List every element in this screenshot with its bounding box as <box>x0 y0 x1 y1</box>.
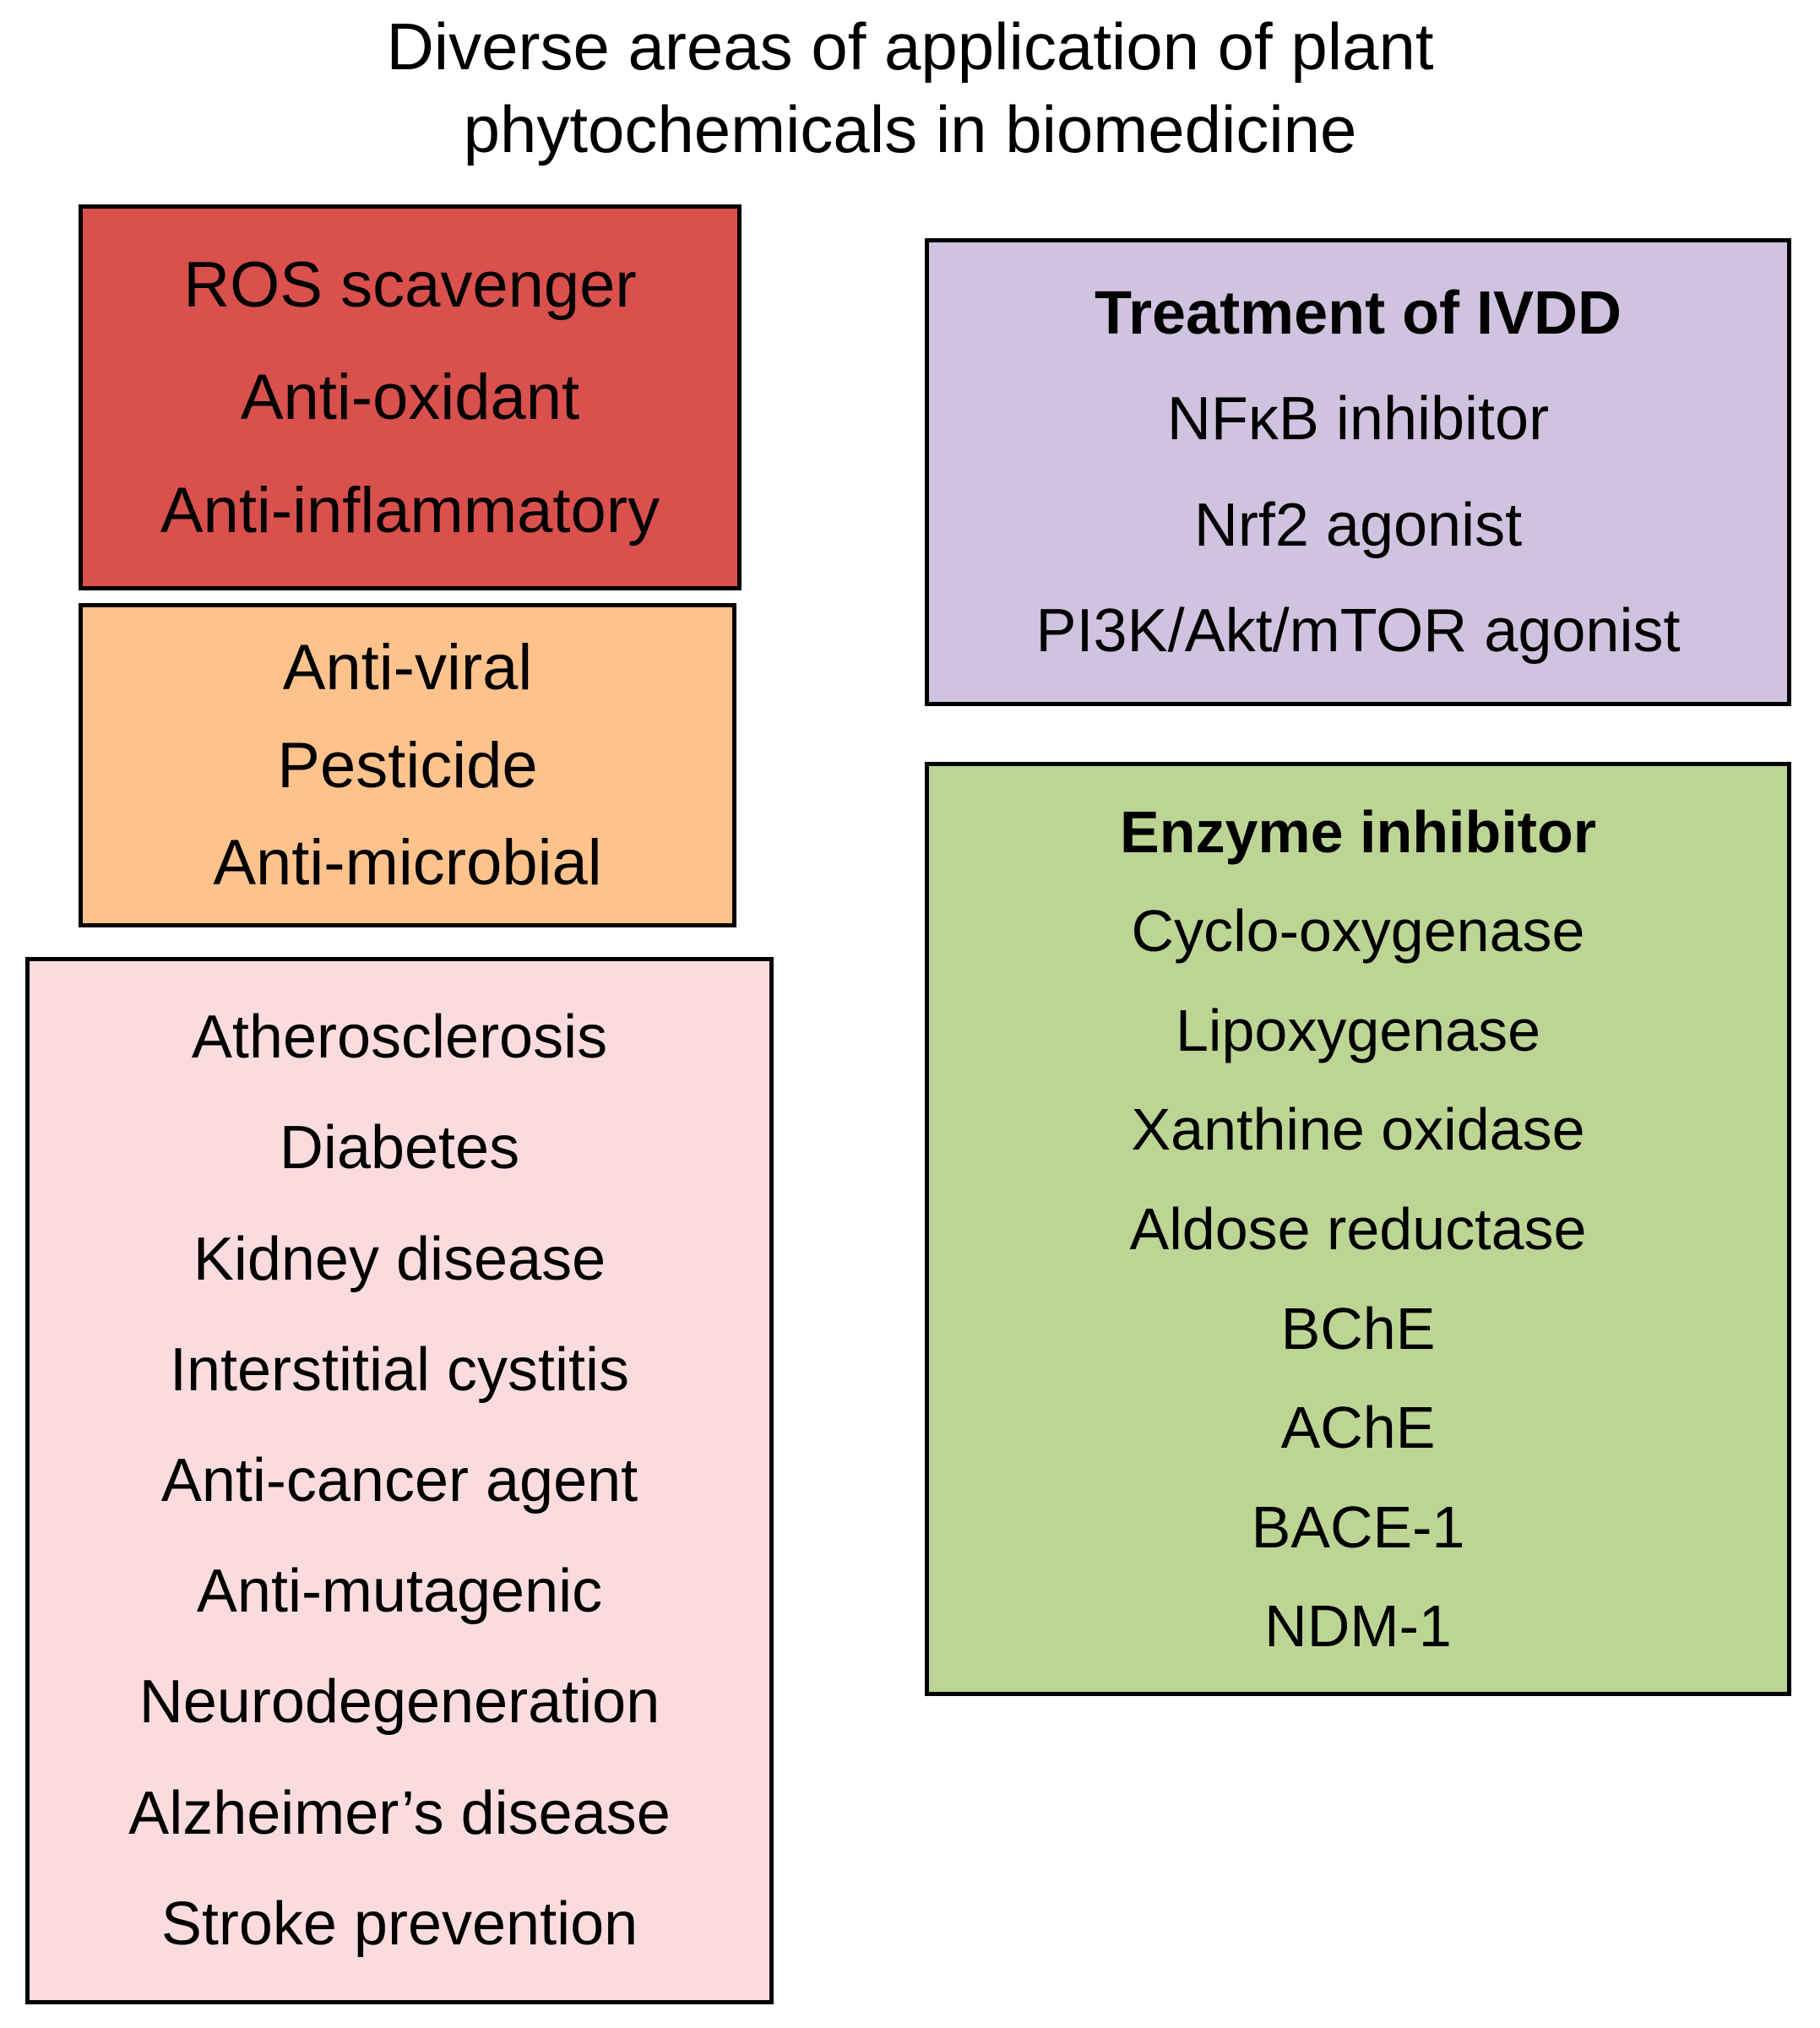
box-item-cyclo-oxygenase: Cyclo-oxygenase <box>1131 898 1585 965</box>
box-item-bace-1: BACE-1 <box>1251 1493 1465 1560</box>
box-item-neurodegeneration: Neurodegeneration <box>139 1668 660 1737</box>
box-item-anti-viral: Anti-viral <box>282 632 533 704</box>
box-item-nfkb-inhibitor: NFκB inhibitor <box>1166 385 1550 454</box>
box-item-anti-oxidant: Anti-oxidant <box>240 362 580 433</box>
box-antiviral-pesticide-antimicrobial: Anti-viral Pesticide Anti-microbial <box>79 603 736 927</box>
box-item-pi3k-akt-mtor-agonist: PI3K/Akt/mTOR agonist <box>1035 596 1681 665</box>
box-item-anti-inflammatory: Anti-inflammatory <box>160 474 660 546</box>
box-item-stroke-prevention: Stroke prevention <box>160 1889 638 1958</box>
figure-title: Diverse areas of application of plant ph… <box>0 5 1820 171</box>
box-header-enzyme-inhibitor: Enzyme inhibitor <box>1120 798 1596 865</box>
box-item-ndm-1: NDM-1 <box>1264 1593 1452 1660</box>
box-item-ache: AChE <box>1280 1395 1436 1461</box>
box-enzyme-inhibitor: Enzyme inhibitor Cyclo-oxygenase Lipoxyg… <box>925 762 1791 1696</box>
box-item-atherosclerosis: Atherosclerosis <box>191 1003 608 1072</box>
box-ros-antioxidant-antiinflammatory: ROS scavenger Anti-oxidant Anti-inflamma… <box>79 204 742 590</box>
box-item-bche: BChE <box>1280 1295 1436 1362</box>
box-item-diabetes: Diabetes <box>279 1114 520 1183</box>
box-item-lipoxygenase: Lipoxygenase <box>1176 997 1540 1063</box>
box-item-anti-cancer-agent: Anti-cancer agent <box>160 1446 638 1514</box>
box-item-xanthine-oxidase: Xanthine oxidase <box>1131 1096 1585 1163</box>
box-treatment-of-ivdd: Treatment of IVDD NFκB inhibitor Nrf2 ag… <box>925 238 1791 706</box>
box-item-anti-mutagenic: Anti-mutagenic <box>196 1558 603 1626</box>
box-item-anti-microbial: Anti-microbial <box>213 826 602 899</box>
box-item-ros-scavenger: ROS scavenger <box>183 248 637 321</box>
box-disease-applications: Atherosclerosis Diabetes Kidney disease … <box>25 957 774 2004</box>
box-item-kidney-disease: Kidney disease <box>193 1225 606 1293</box>
box-item-pesticide: Pesticide <box>277 729 538 802</box>
figure-title-line2: phytochemicals in biomedicine <box>463 92 1357 166</box>
box-item-aldose-reductase: Aldose reductase <box>1129 1195 1587 1262</box>
figure-title-line1: Diverse areas of application of plant <box>386 9 1434 84</box>
box-item-interstitial-cystitis: Interstitial cystitis <box>169 1335 630 1404</box>
box-item-nrf2-agonist: Nrf2 agonist <box>1193 491 1523 559</box>
box-header-treatment-of-ivdd: Treatment of IVDD <box>1094 280 1622 348</box>
box-item-alzheimers-disease: Alzheimer’s disease <box>128 1779 671 1847</box>
